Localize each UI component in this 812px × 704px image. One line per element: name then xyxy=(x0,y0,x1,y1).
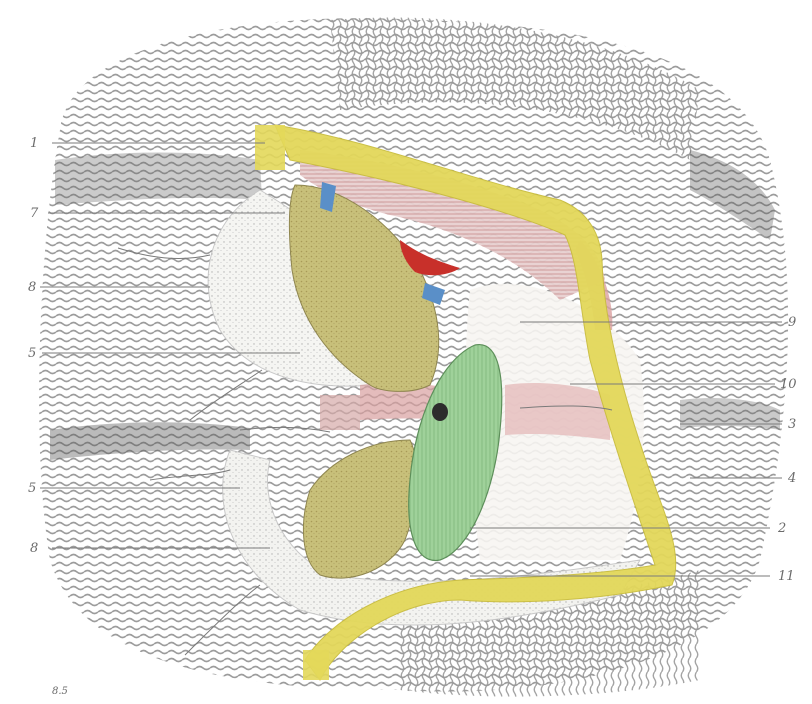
corner-mark: 8.5 xyxy=(52,686,68,697)
labels-left: 1 7 8 5 5 8 xyxy=(28,136,39,556)
label-right-1: 9 xyxy=(788,315,796,330)
label-right-5: 2 xyxy=(777,521,786,536)
label-left-5: 5 xyxy=(28,481,36,496)
label-right-3: 3 xyxy=(788,417,796,432)
label-left-2: 7 xyxy=(30,206,39,221)
label-left-3: 8 xyxy=(28,280,36,295)
label-left-1: 1 xyxy=(30,136,38,151)
label-right-4: 4 xyxy=(787,471,796,486)
label-left-6: 8 xyxy=(30,541,38,556)
label-left-4: 5 xyxy=(28,346,36,361)
label-right-2: 10 xyxy=(780,377,797,392)
label-right-6: 11 xyxy=(778,569,795,584)
